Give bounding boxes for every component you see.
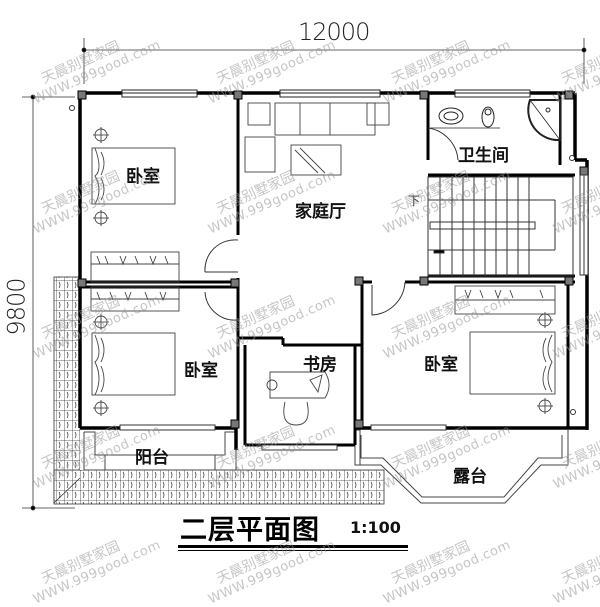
room-label-study: 书房	[303, 355, 337, 375]
doors	[204, 127, 459, 321]
drawing-scale: 1:100	[350, 518, 401, 537]
roof-tiles	[53, 276, 385, 505]
bed-se	[454, 285, 556, 414]
title-underline-thick	[178, 545, 408, 548]
title-underline-thin	[178, 550, 408, 551]
stair-down-marker: 下	[408, 194, 421, 208]
dimension-width-label: 12000	[298, 18, 370, 46]
exterior-walls	[78, 91, 589, 450]
bathroom-fixtures	[430, 99, 561, 142]
dimension-width	[81, 38, 587, 84]
room-label-family-hall: 家庭厅	[295, 202, 346, 222]
staircase	[427, 174, 589, 277]
bed-sw	[90, 286, 180, 416]
wall-details	[69, 105, 576, 451]
dimension-depth	[22, 94, 75, 511]
room-label-bedroom-nw: 卧室	[126, 167, 160, 187]
room-label-bathroom: 卫生间	[458, 146, 509, 166]
room-label-bedroom-se: 卧室	[424, 355, 458, 375]
family-hall-furniture	[244, 102, 390, 426]
balcony-outline	[80, 428, 237, 471]
room-label-bedroom-sw: 卧室	[184, 361, 218, 381]
north-windows	[121, 89, 531, 98]
terrace-outline	[354, 429, 569, 504]
room-label-balcony: 阳台	[135, 448, 169, 468]
columns	[77, 90, 589, 429]
room-label-terrace: 露台	[453, 467, 487, 487]
dimension-depth-label: 9800	[2, 278, 31, 336]
drawing-title: 二层平面图	[180, 515, 320, 546]
bed-nw	[90, 127, 180, 283]
